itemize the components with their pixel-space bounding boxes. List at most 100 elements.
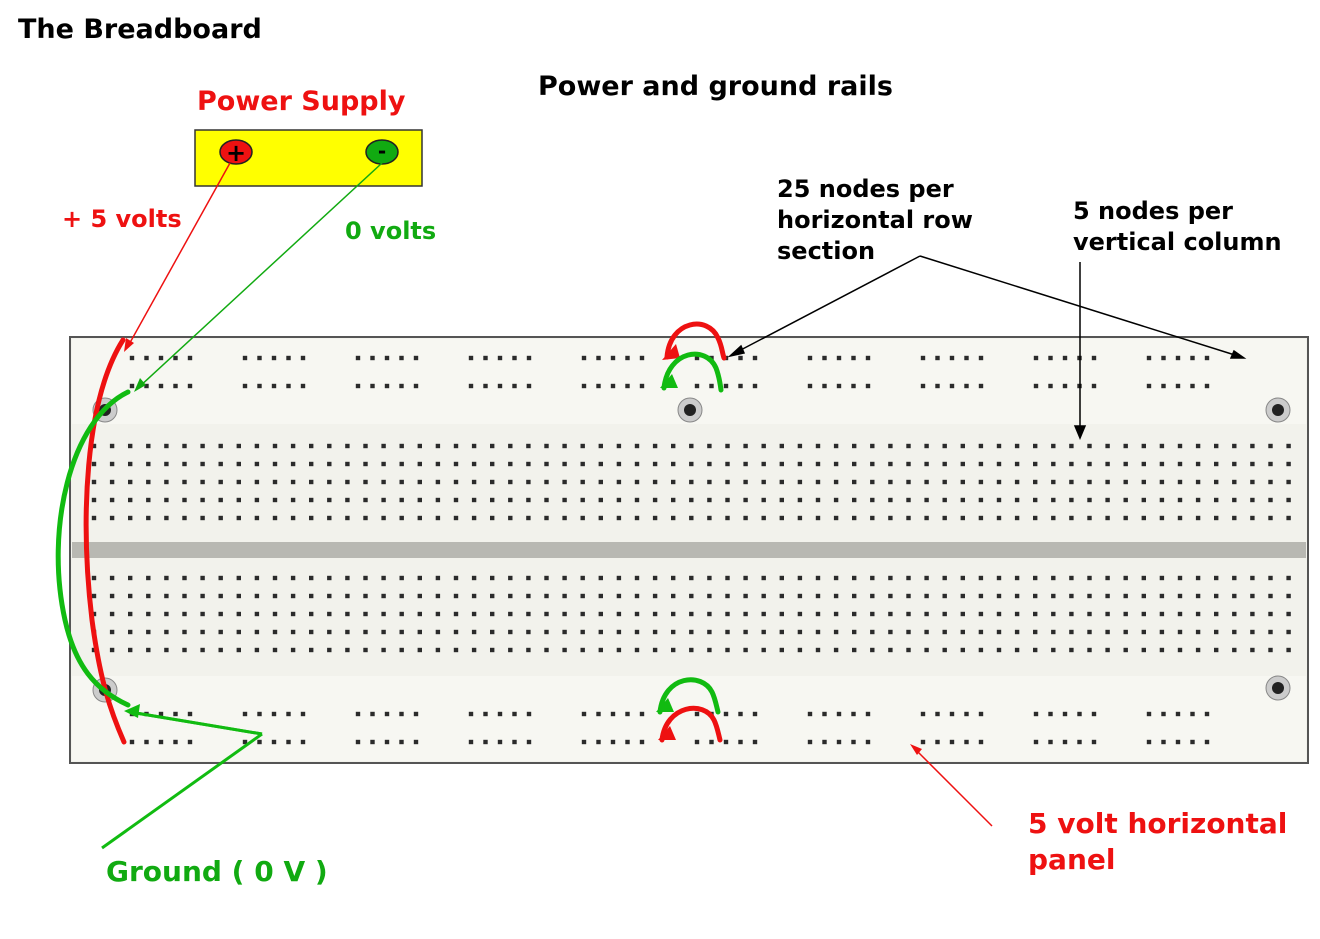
terminal-hole (1087, 611, 1092, 617)
zero-volts-label: 0 volts (345, 217, 437, 245)
terminal-hole (309, 593, 314, 599)
terminal-hole (182, 497, 187, 503)
terminal-hole (1014, 515, 1020, 521)
terminal-hole (1014, 629, 1020, 635)
terminal-hole (960, 479, 965, 485)
terminal-hole (761, 515, 766, 521)
terminal-hole (761, 629, 766, 635)
rail-hole (581, 711, 587, 717)
terminal-hole (381, 497, 386, 503)
terminal-hole (544, 515, 549, 521)
terminal-hole (1123, 575, 1128, 581)
terminal-hole (327, 629, 332, 635)
rail-hole (144, 383, 149, 389)
rail-hole (158, 355, 164, 361)
terminal-hole (652, 593, 658, 599)
terminal-hole (164, 443, 169, 449)
rail-hole (355, 739, 361, 745)
rail-hole (935, 711, 940, 717)
terminal-hole (652, 443, 658, 449)
terminal-hole (652, 479, 658, 485)
terminal-hole (290, 647, 296, 653)
rail-hole (413, 383, 419, 389)
terminal-hole (906, 575, 911, 581)
terminal-hole (1123, 647, 1128, 653)
terminal-hole (182, 629, 187, 635)
terminal-hole (91, 515, 97, 521)
terminal-hole (1141, 593, 1146, 599)
terminal-hole (1069, 593, 1074, 599)
rail-hole (610, 739, 616, 745)
nodes-per-row-line-3: section (777, 237, 876, 265)
terminal-hole (562, 575, 567, 581)
rail-hole (639, 383, 645, 389)
terminal-hole (218, 515, 223, 521)
terminal-hole (399, 443, 404, 449)
terminal-hole (1250, 443, 1255, 449)
rail-hole (1204, 355, 1210, 361)
terminal-hole (164, 629, 169, 635)
terminal-hole (381, 461, 386, 467)
terminal-hole (743, 611, 748, 617)
terminal-hole (906, 461, 911, 467)
terminal-hole (815, 479, 821, 485)
rail-hole (822, 383, 827, 389)
terminal-hole (888, 461, 893, 467)
terminal-hole (1159, 575, 1165, 581)
terminal-hole (526, 575, 531, 581)
terminal-hole (743, 593, 748, 599)
rail-hole (1204, 383, 1210, 389)
terminal-hole (363, 497, 368, 503)
terminal-hole (1214, 497, 1219, 503)
terminal-hole (671, 515, 676, 521)
terminal-hole (906, 593, 911, 599)
terminal-hole (815, 647, 821, 653)
rail-hole (173, 711, 178, 717)
rail-hole (851, 355, 856, 361)
terminal-hole (1177, 647, 1183, 653)
terminal-hole (1286, 611, 1291, 617)
page-title: The Breadboard (18, 14, 262, 45)
rail-hole (370, 383, 375, 389)
rail-hole (355, 355, 361, 361)
terminal-hole (978, 479, 984, 485)
terminal-hole (1214, 611, 1219, 617)
terminal-hole (743, 479, 748, 485)
terminal-hole (254, 593, 260, 599)
rail-hole (935, 739, 940, 745)
terminal-hole (1123, 515, 1128, 521)
terminal-hole (833, 647, 839, 653)
terminal-hole (580, 479, 585, 485)
rail-hole (1161, 355, 1166, 361)
terminal-hole (1105, 497, 1110, 503)
terminal-hole (399, 461, 404, 467)
terminal-hole (1051, 575, 1056, 581)
rail-hole (483, 383, 488, 389)
terminal-hole (689, 575, 694, 581)
terminal-hole (942, 443, 947, 449)
terminal-hole (272, 611, 278, 617)
terminal-hole (381, 479, 386, 485)
terminal-hole (924, 515, 929, 521)
terminal-hole (888, 629, 893, 635)
terminal-hole (870, 461, 875, 467)
terminal-hole (236, 497, 241, 503)
terminal-hole (689, 629, 694, 635)
terminal-hole (888, 479, 893, 485)
terminal-hole (1195, 575, 1201, 581)
terminal-hole (182, 647, 187, 653)
terminal-hole (652, 611, 658, 617)
terminal-hole (870, 647, 875, 653)
terminal-hole (761, 593, 766, 599)
terminal-hole (1195, 593, 1201, 599)
terminal-hole (1087, 575, 1092, 581)
terminal-hole (815, 629, 821, 635)
terminal-hole (580, 443, 585, 449)
terminal-hole (1195, 461, 1201, 467)
nodes-per-row-label: 25 nodes per horizontal row section (777, 174, 973, 267)
terminal-hole (381, 629, 386, 635)
terminal-hole (725, 629, 730, 635)
terminal-hole (906, 515, 911, 521)
terminal-hole (1232, 497, 1237, 503)
terminal-hole (526, 629, 531, 635)
